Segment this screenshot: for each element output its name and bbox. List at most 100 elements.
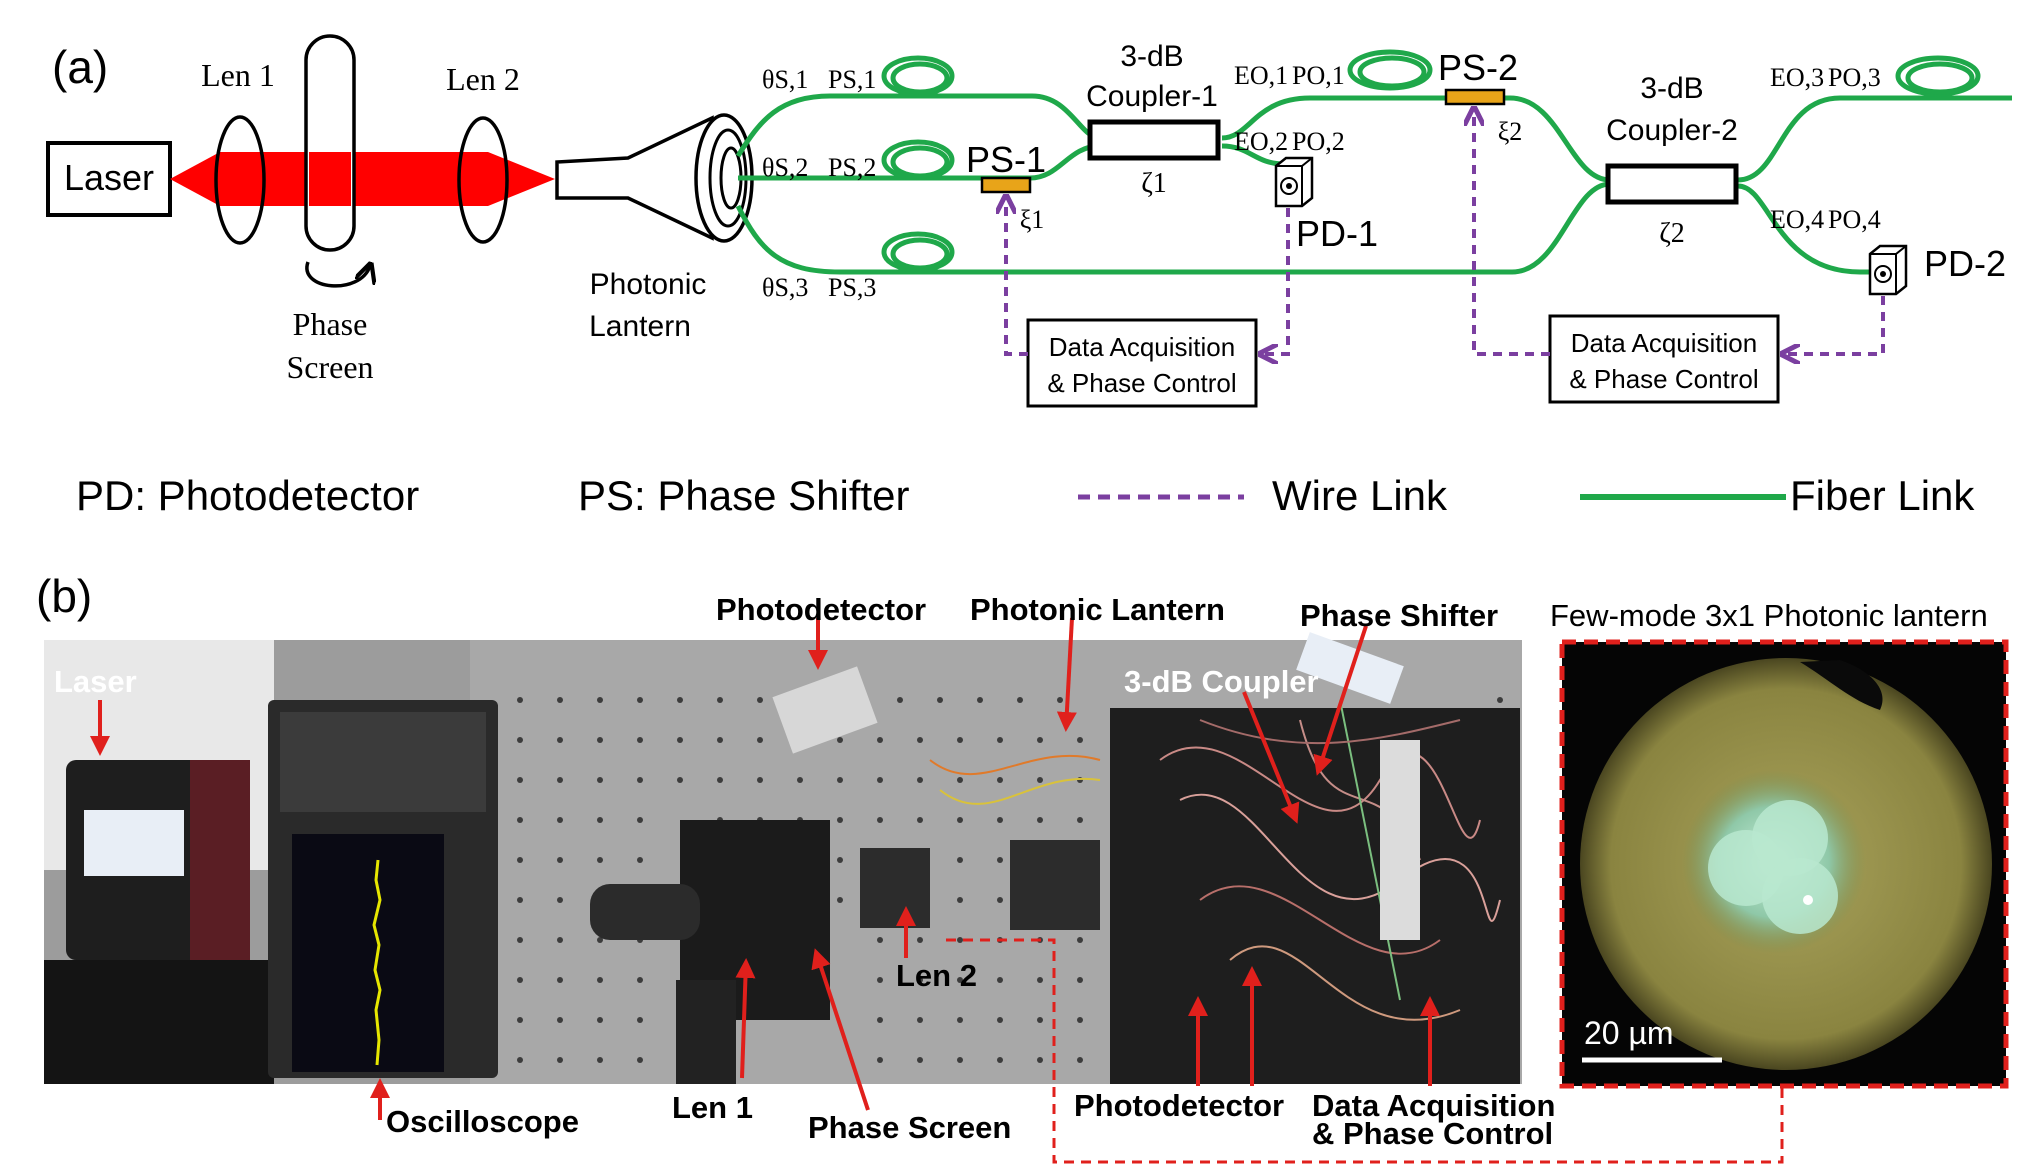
photo-annotation-arrows — [90, 617, 1440, 1120]
arrow-len1 — [735, 958, 756, 1079]
label-theta-s1: θS,1 — [762, 65, 808, 94]
fiber-c1-out1 — [1221, 95, 1611, 183]
photo-oscilloscope-trace — [372, 859, 382, 1066]
lantern-label-2: Lantern — [589, 310, 691, 343]
label-e-o3: EO,3 — [1770, 63, 1824, 92]
loop-s2-b — [890, 145, 950, 179]
fiber-c1-out2 — [1221, 143, 1285, 167]
inset-core-3 — [1762, 858, 1838, 934]
photo-label-laser: Laser — [54, 664, 137, 699]
photo-label-len1: Len 1 — [672, 1090, 753, 1125]
photo-label-daq-1: Data Acquisition — [1312, 1088, 1555, 1123]
pd2-label: PD-2 — [1924, 243, 2006, 284]
inset-title: Few-mode 3x1 Photonic lantern — [1550, 598, 1988, 633]
arrow-coupler — [1242, 691, 1300, 824]
daq2-label-2: & Phase Control — [1569, 364, 1758, 394]
label-p-o2: PO,2 — [1292, 127, 1345, 156]
daq1-box — [1026, 318, 1258, 408]
arrow-phase-shifter — [1313, 625, 1368, 776]
len2-lens — [457, 116, 509, 244]
daq1-label-1: Data Acquisition — [1049, 332, 1235, 362]
photo-photodetector-box — [772, 666, 878, 754]
fiber-s1 — [735, 93, 1101, 158]
coupler1-box — [1087, 119, 1221, 161]
legend-fiber: Fiber Link — [1790, 472, 1975, 519]
pd1-label: PD-1 — [1296, 213, 1378, 254]
coupler2-box — [1605, 163, 1739, 205]
fiber-s3 — [735, 181, 1611, 275]
pd1-photodetector — [1274, 156, 1314, 208]
phase-screen-plate — [304, 34, 356, 252]
panel-b-label: (b) — [36, 570, 92, 622]
arrow-photonic-lantern — [1056, 617, 1077, 732]
photo-label-photodetector-top: Photodetector — [716, 592, 926, 627]
label-p-o4: PO,4 — [1828, 205, 1881, 234]
loop-s1-b — [890, 61, 950, 95]
photo-label-photodetector-bottom: Photodetector — [1074, 1088, 1284, 1123]
pd2-photodetector — [1868, 244, 1908, 296]
daq2-label-1: Data Acquisition — [1571, 328, 1757, 358]
phase-screen-label-1: Phase — [293, 306, 368, 342]
xi1-label: ξ1 — [1020, 205, 1045, 234]
photo-label-coupler: 3-dB Coupler — [1124, 664, 1319, 699]
photo-label-photonic-lantern: Photonic Lantern — [970, 592, 1225, 627]
inset-core-2 — [1752, 800, 1828, 876]
coupler1-label-2: Coupler-1 — [1086, 80, 1218, 113]
daq2-box — [1548, 314, 1780, 404]
legend-wire: Wire Link — [1272, 472, 1448, 519]
label-p-s2: PS,2 — [828, 153, 876, 182]
inset-link-dashed — [946, 938, 1784, 1164]
photo-label-phase-shifter: Phase Shifter — [1300, 598, 1498, 633]
fiber-c2-out2 — [1737, 183, 1880, 275]
legend-ps: PS: Phase Shifter — [578, 472, 910, 519]
photo-label-len2: Len 2 — [896, 958, 977, 993]
photo-labels: Laser Photodetector Photonic Lantern Pha… — [54, 592, 1555, 1151]
inset-border — [1559, 639, 2009, 1089]
len1-lens — [214, 115, 266, 245]
coupler1-label-1: 3-dB — [1120, 40, 1183, 73]
zeta1-label: ζ1 — [1141, 168, 1167, 199]
xi2-label: ξ2 — [1498, 117, 1523, 146]
inset-core-spot — [1803, 895, 1813, 905]
photo-label-phase-screen: Phase Screen — [808, 1110, 1011, 1145]
daq1-label-2: & Phase Control — [1047, 368, 1236, 398]
ps1-label: PS-1 — [966, 139, 1046, 180]
beam-cone-right — [488, 152, 555, 206]
label-p-s3: PS,3 — [828, 273, 876, 302]
label-theta-s3: θS,3 — [762, 273, 808, 302]
beam-through-screen — [309, 152, 351, 206]
wire-links — [1006, 110, 1885, 356]
len2-label: Len 2 — [446, 61, 520, 97]
coupler2-label-1: 3-dB — [1640, 72, 1703, 105]
photo-oscilloscope-screen — [292, 834, 444, 1072]
ps2-shifter — [1444, 88, 1506, 106]
photo-label-oscilloscope: Oscilloscope — [386, 1104, 579, 1139]
laser-box — [46, 141, 172, 217]
ps2-label: PS-2 — [1438, 47, 1518, 88]
rotation-arrow — [305, 262, 370, 288]
laser-label: Laser — [64, 157, 154, 198]
photo-label-daq-2: & Phase Control — [1312, 1116, 1553, 1151]
beam-cone-left — [170, 152, 220, 206]
len1-label: Len 1 — [201, 57, 275, 93]
label-e-o4: EO,4 — [1770, 205, 1824, 234]
lab-photo — [44, 632, 1522, 1084]
inset-scale-label: 20 µm — [1584, 1015, 1674, 1051]
label-theta-s2: θS,2 — [762, 153, 808, 182]
fiber-loops — [881, 49, 1981, 273]
inset-fiber-chip — [1800, 660, 1883, 710]
label-p-o1: PO,1 — [1292, 61, 1345, 90]
wire-pd2-daq2 — [1784, 296, 1885, 354]
arrow-phase-screen — [811, 948, 870, 1111]
fiber-c2-out1 — [1737, 95, 2012, 183]
zeta2-label: ζ2 — [1659, 218, 1685, 249]
label-e-o1: EO,1 — [1234, 61, 1288, 90]
wire-daq1-ps1 — [1006, 198, 1028, 356]
panel-a-label: (a) — [52, 41, 108, 93]
port-labels: θS,1 PS,1 θS,2 PS,2 θS,3 PS,3 EO,1 PO,1 … — [762, 61, 1881, 302]
wire-daq2-ps2 — [1474, 110, 1550, 356]
loop-s3-b — [890, 237, 950, 271]
lantern-label-1: Photonic — [590, 268, 707, 301]
